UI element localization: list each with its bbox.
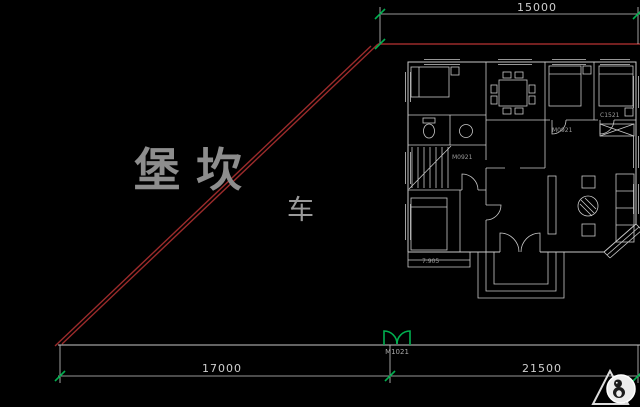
interior-walls	[408, 62, 636, 252]
dimension-bottom-right: 21500	[522, 362, 562, 375]
bed-icon-4	[410, 197, 448, 251]
door-arc-icons	[461, 119, 615, 221]
bed-icon-3	[598, 65, 634, 117]
site-label-retaining-wall: 堡坎	[134, 143, 258, 197]
entrance-door-code: M1021	[385, 348, 409, 356]
wardrobe-icon	[599, 123, 635, 137]
floor-plan: M0921 M0921 C1521 7.905	[405, 59, 640, 299]
bay-window	[603, 223, 640, 259]
porch-steps	[477, 252, 565, 299]
watermark-logo	[591, 368, 636, 405]
dimension-bottom-left: 17000	[202, 362, 242, 375]
toilet-icon	[422, 117, 436, 139]
dimension-ticks	[54, 8, 640, 382]
plan-label-window: C1521	[600, 112, 620, 119]
coffee-table-icon	[577, 195, 599, 217]
road-label: 车	[287, 195, 314, 226]
site-boundary	[54, 43, 640, 347]
bed-icon-2	[548, 65, 592, 107]
entrance-double-door-icon	[499, 232, 541, 253]
dining-table-icon	[490, 71, 536, 115]
plan-label-level: 7.905	[422, 258, 439, 265]
plan-labels: M0921 M0921 C1521 7.905	[422, 112, 620, 265]
outer-walls	[407, 61, 637, 253]
tv-cabinet-icon	[547, 175, 557, 235]
dimension-top: 15000	[517, 1, 557, 14]
sofa-icon	[581, 173, 635, 243]
sink-icon	[459, 124, 473, 138]
windows	[405, 59, 639, 240]
entrance-door-icon	[383, 330, 411, 345]
stairs-icon	[408, 145, 452, 190]
bed-icon-1	[410, 66, 460, 98]
plan-label-door-1: M0921	[452, 154, 473, 161]
plan-label-door-2: M0921	[552, 127, 573, 134]
balcony	[407, 252, 471, 268]
